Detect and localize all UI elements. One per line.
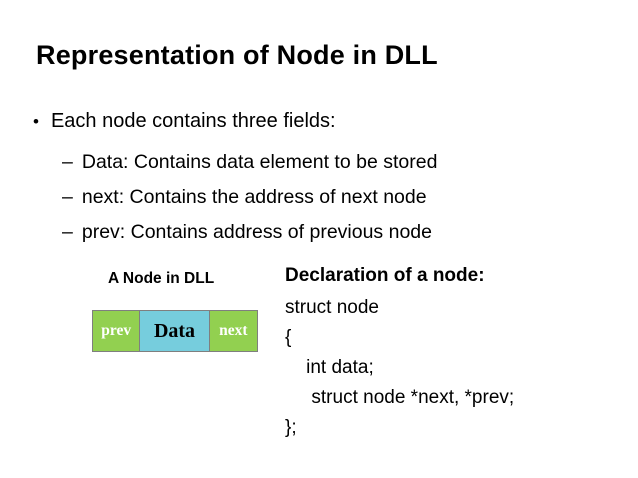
declaration-line: int data;: [285, 357, 374, 378]
bullet-item-3: – prev: Contains address of previous nod…: [62, 221, 432, 244]
bullet-item-0: • Each node contains three fields:: [33, 110, 336, 133]
bullet-text: next: Contains the address of next node: [81, 186, 427, 208]
bullet-text: prev: Contains address of previous node: [81, 221, 432, 243]
node-diagram: prev Data next: [92, 310, 258, 352]
declaration-line: {: [285, 327, 292, 348]
bullet-text: Each node contains three fields:: [50, 110, 336, 132]
dash-marker-icon: –: [62, 221, 73, 243]
declaration-line: struct node: [285, 297, 379, 318]
node-cell-next: next: [209, 311, 257, 351]
dash-marker-icon: –: [62, 186, 73, 208]
node-diagram-caption: A Node in DLL: [108, 270, 215, 287]
node-cell-data: Data: [140, 311, 210, 351]
bullet-item-1: – Data: Contains data element to be stor…: [62, 151, 437, 174]
declaration-line: struct node *next, *prev;: [285, 387, 515, 408]
page-title: Representation of Node in DLL: [36, 40, 438, 70]
dash-marker-icon: –: [62, 151, 73, 173]
node-cell-prev: prev: [93, 311, 141, 351]
bullet-marker-icon: •: [33, 112, 39, 131]
bullet-text: Data: Contains data element to be stored: [81, 151, 438, 173]
declaration-heading: Declaration of a node:: [285, 265, 485, 286]
bullet-item-2: – next: Contains the address of next nod…: [62, 186, 427, 209]
declaration-line: };: [285, 417, 297, 438]
